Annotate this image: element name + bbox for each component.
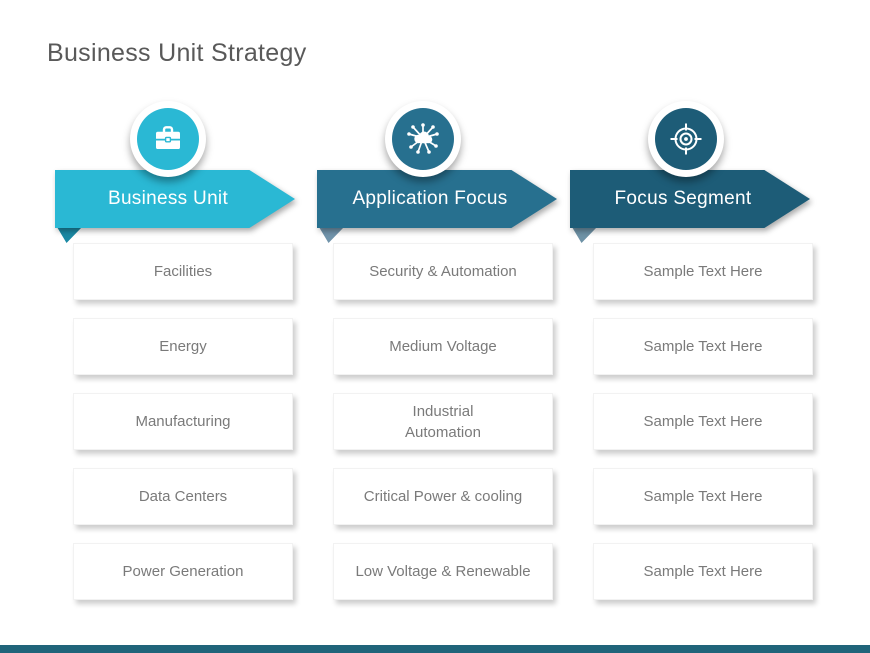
- column-header-banner: Business Unit: [55, 170, 295, 228]
- focus-segment-header: Focus Segment: [570, 170, 810, 228]
- focus-segment-item: Sample Text Here: [593, 543, 813, 600]
- focus-segment-list: Sample Text Here Sample Text Here Sample…: [593, 243, 813, 600]
- application-focus-item: Medium Voltage: [333, 318, 553, 375]
- business-unit-header: Business Unit: [55, 170, 295, 228]
- banner-fold: [572, 227, 597, 243]
- focus-segment-item: Sample Text Here: [593, 468, 813, 525]
- application-focus-list: Security & Automation Medium Voltage Ind…: [333, 243, 553, 600]
- application-focus-header: Application Focus: [317, 170, 557, 228]
- header-badge: [130, 101, 206, 177]
- focus-segment-item: Sample Text Here: [593, 243, 813, 300]
- header-badge: [385, 101, 461, 177]
- banner-fold: [319, 227, 344, 243]
- page-title: Business Unit Strategy: [47, 39, 307, 67]
- business-unit-item: Facilities: [73, 243, 293, 300]
- briefcase-icon: [137, 108, 199, 170]
- column-application-focus: Application Focus: [317, 0, 557, 653]
- application-focus-item: Security & Automation: [333, 243, 553, 300]
- application-focus-item: Critical Power & cooling: [333, 468, 553, 525]
- footer-accent-bar: [0, 645, 870, 653]
- application-focus-item: Industrial Automation: [333, 393, 553, 450]
- business-unit-list: Facilities Energy Manufacturing Data Cen…: [73, 243, 293, 600]
- header-badge: [648, 101, 724, 177]
- column-focus-segment: Focus Segment Sample Text Here Sample Te…: [570, 0, 813, 653]
- column-header-banner: Focus Segment: [570, 170, 810, 228]
- focus-segment-item: Sample Text Here: [593, 318, 813, 375]
- target-icon: [655, 108, 717, 170]
- cloud-network-icon: [392, 108, 454, 170]
- business-unit-item: Energy: [73, 318, 293, 375]
- business-unit-item: Manufacturing: [73, 393, 293, 450]
- business-unit-item: Power Generation: [73, 543, 293, 600]
- application-focus-item: Low Voltage & Renewable: [333, 543, 553, 600]
- column-header-banner: Application Focus: [317, 170, 557, 228]
- banner-fold: [57, 227, 82, 243]
- focus-segment-item: Sample Text Here: [593, 393, 813, 450]
- business-unit-item: Data Centers: [73, 468, 293, 525]
- column-business-unit: Business Unit Facilities Energy Manufact…: [55, 0, 295, 653]
